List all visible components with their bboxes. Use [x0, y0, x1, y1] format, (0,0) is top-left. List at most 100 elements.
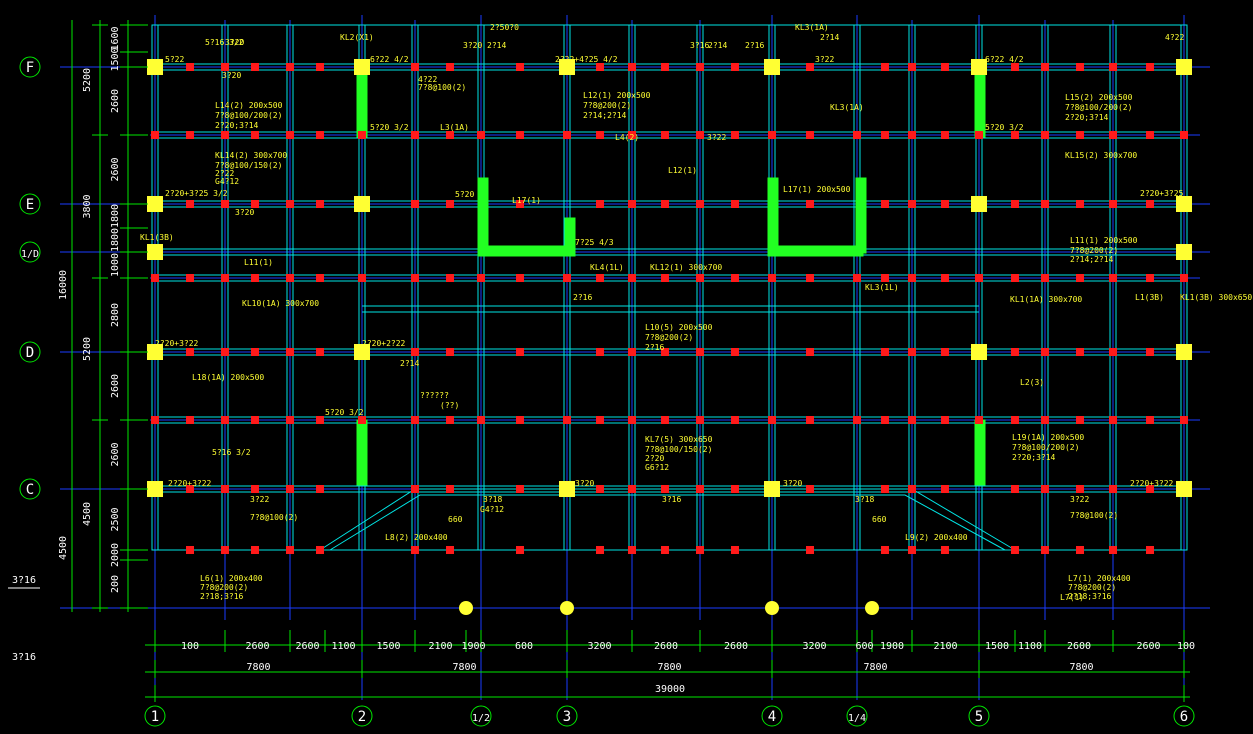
rebar-11	[221, 274, 229, 282]
annotation-24: 7?8@100(2)	[418, 83, 466, 92]
rebar-138	[1011, 200, 1019, 208]
annotation-59: KL1(1A) 300x700	[1010, 295, 1082, 304]
rebar-6	[186, 485, 194, 493]
rebar-59	[516, 274, 524, 282]
rebar-114	[881, 200, 889, 208]
rebar-185	[563, 131, 571, 139]
rebar-124	[908, 348, 916, 356]
annotation-45: 2?20+3?25	[1140, 189, 1184, 198]
dim-bottom-12: 600	[855, 641, 873, 652]
rebar-183	[477, 274, 485, 282]
rebar-89	[696, 131, 704, 139]
grid-bubble-h-E	[19, 193, 41, 215]
rebar-74	[628, 200, 636, 208]
annotation-68: L2(3)	[1020, 378, 1044, 387]
rebar-85	[661, 416, 669, 424]
rebar-57	[516, 131, 524, 139]
grid-label-h-C: C	[26, 482, 34, 498]
annotation-13: KL3(1A)	[795, 23, 829, 32]
rebar-171	[1146, 274, 1154, 282]
rebar-1	[186, 131, 194, 139]
annotation-63: 2?16	[573, 293, 592, 302]
rebar-101	[731, 416, 739, 424]
rebar-7	[186, 546, 194, 554]
grid-bubble-h-F	[19, 56, 41, 78]
shear-walls	[356, 66, 986, 486]
grid-label-v-3: 3	[563, 709, 571, 725]
dim-bottom2-2: 7800	[657, 662, 681, 673]
grid-bubble-h-1_D	[19, 241, 41, 263]
annotation-61: 2?20+2?22	[362, 339, 406, 348]
rebar-91	[696, 274, 704, 282]
rebar-126	[908, 485, 916, 493]
side-note-0: 3?16	[12, 575, 36, 586]
rebar-9	[221, 131, 229, 139]
annotation-0: 5?22	[165, 55, 184, 64]
rebar-29	[286, 416, 294, 424]
rebar-102	[731, 485, 739, 493]
rebar-127	[908, 546, 916, 554]
rebar-137	[1011, 131, 1019, 139]
annotation-39: L17(1) 200x500	[783, 185, 851, 194]
rebar-158	[1076, 485, 1084, 493]
rebar-141	[1011, 416, 1019, 424]
rebar-147	[1041, 274, 1049, 282]
annotation-83: 7?8@100(2)	[250, 513, 298, 522]
dim-bottom2-1: 7800	[452, 662, 476, 673]
grid-label-h-E: E	[26, 197, 34, 213]
annotation-12: 2?16	[745, 41, 764, 50]
annotation-19: 7?8@100/200(2)	[215, 111, 282, 120]
rebar-20	[251, 348, 259, 356]
annotation-14: 2?14	[820, 33, 839, 42]
dim-bottom-7: 600	[515, 641, 533, 652]
rebar-72	[628, 63, 636, 71]
rebar-143	[1011, 546, 1019, 554]
round-post-3	[865, 601, 879, 615]
annotation-42: 5?20	[455, 190, 474, 199]
dim-left-3: 2600	[110, 157, 121, 181]
annotation-7: 2?14	[487, 41, 506, 50]
annotation-65: 7?8@200(2)	[645, 333, 693, 342]
rebar-37	[316, 416, 324, 424]
rebar-46	[411, 485, 419, 493]
dim-bottom-18: 2600	[1136, 641, 1160, 652]
rebar-36	[316, 348, 324, 356]
rebar-107	[806, 274, 814, 282]
rebar-111	[806, 546, 814, 554]
rebar-175	[1146, 546, 1154, 554]
rebar-168	[1146, 63, 1154, 71]
rebar-28	[286, 348, 294, 356]
dim-left-9: 2600	[110, 442, 121, 466]
grid-label-v-1_2: 1/2	[472, 713, 490, 724]
rebar-51	[446, 274, 454, 282]
rebar-186	[563, 274, 571, 282]
dim-bottom-1: 2600	[245, 641, 269, 652]
annotation-36: G4?12	[215, 177, 239, 186]
rebar-60	[516, 348, 524, 356]
rebar-190	[768, 416, 776, 424]
column-9	[1176, 481, 1192, 497]
column-8	[1176, 344, 1192, 360]
annotation-29: L15(2) 200x500	[1065, 93, 1133, 102]
rebar-22	[251, 485, 259, 493]
annotation-43: 3?20	[235, 208, 254, 217]
rebar-94	[696, 485, 704, 493]
rebar-81	[661, 131, 669, 139]
rebar-165	[1109, 416, 1117, 424]
rebar-45	[411, 416, 419, 424]
column-2	[147, 244, 163, 260]
annotation-4: KL2(X1)	[340, 33, 374, 42]
rebar-26	[286, 200, 294, 208]
annotation-32: 5?20 3/2	[985, 123, 1024, 132]
rebar-153	[1076, 131, 1084, 139]
rebar-0	[186, 63, 194, 71]
rebar-70	[596, 485, 604, 493]
rebar-2	[186, 200, 194, 208]
annotation-21: 5?20 3/2	[370, 123, 409, 132]
rebar-189	[768, 274, 776, 282]
annotation-99: L8(2) 200x400	[385, 533, 448, 542]
